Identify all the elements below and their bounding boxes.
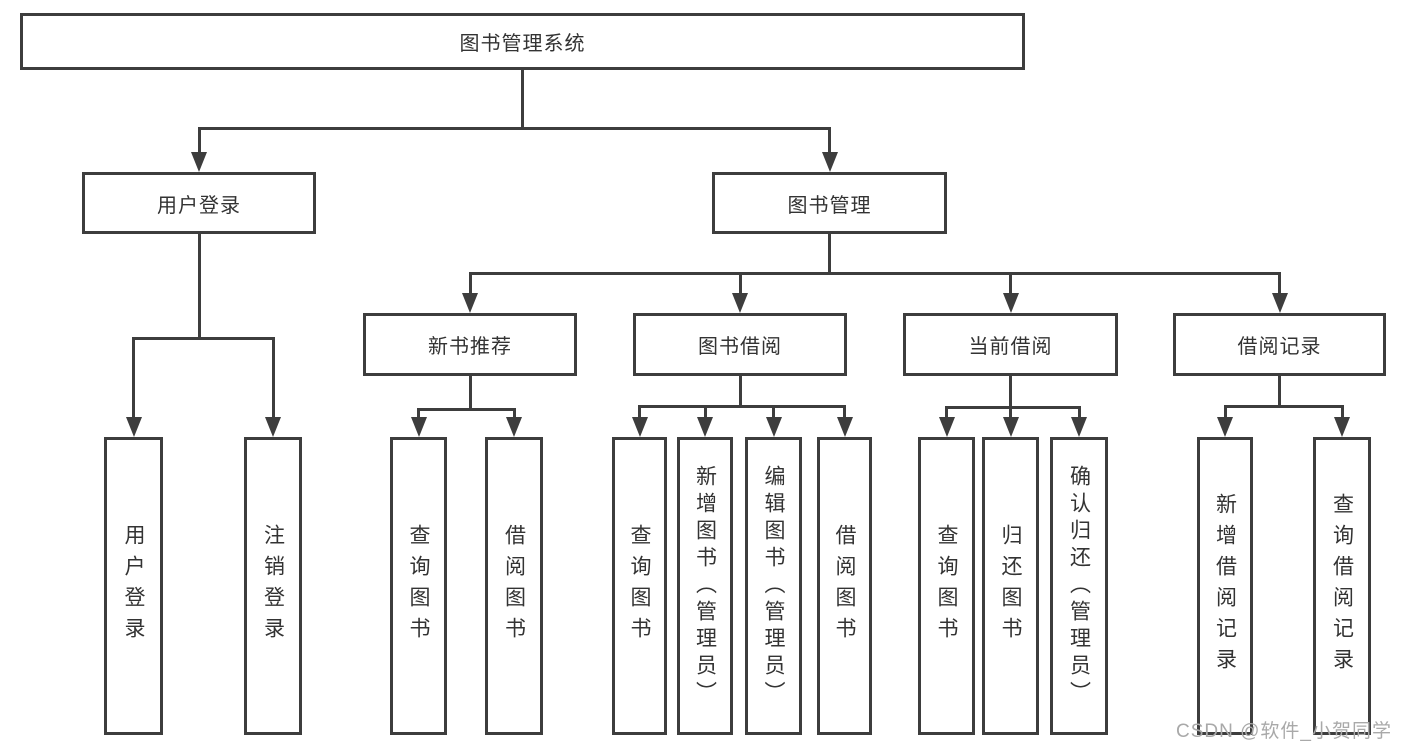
node-label-leaf-borrow-book-new: 借阅图书 [502,524,526,648]
node-leaf-add-borrow-record: 新增借阅记录 [1197,437,1253,735]
node-leaf-user-login: 用户登录 [104,437,163,735]
arrowhead-leaf-query-book-borrow [631,417,648,437]
node-label-book-borrow: 图书借阅 [698,336,782,358]
link-book-mgmt-new-book-rec-stub [468,272,472,299]
node-label-leaf-borrow-book: 借阅图书 [833,524,856,648]
node-leaf-edit-book: 编辑图书（管理员） [745,437,802,735]
link-user-login-leaf-logout-stub [271,337,275,423]
node-label-leaf-add-book: 新增图书（管理员） [693,464,717,708]
link-book-mgmt-borrow-record-stub [1278,272,1281,299]
node-label-new-book-rec: 新书推荐 [428,336,512,358]
link-current-borrow-leaf-query-book-current-stub [945,406,948,423]
arrowhead-leaf-query-book-current [938,417,955,437]
node-current-borrow: 当前借阅 [903,313,1118,376]
node-leaf-borrow-book-new: 借阅图书 [485,437,543,735]
link-current-borrow-leaf-confirm-return-stub [1077,406,1081,423]
node-label-leaf-query-book-current: 查询图书 [935,524,958,648]
link-root-drop [521,70,524,130]
arrowhead-leaf-add-borrow-record [1217,417,1233,437]
link-root-book-mgmt-stub [828,127,831,158]
node-label-leaf-query-book-borrow: 查询图书 [628,524,651,648]
node-leaf-return-book: 归还图书 [982,437,1039,735]
node-leaf-add-book: 新增图书（管理员） [677,437,733,735]
arrowhead-book-mgmt [821,152,838,172]
arrowhead-borrow-record [1271,293,1288,313]
node-book-borrow: 图书借阅 [633,313,847,376]
link-borrow-record-leaf-query-borrow-record-stub [1340,405,1344,423]
link-book-borrow-leaf-add-book-stub [703,405,707,423]
node-leaf-query-book-new: 查询图书 [390,437,447,735]
node-book-mgmt: 图书管理 [712,172,947,234]
link-book-borrow-leaf-query-book-borrow-stub [638,405,641,423]
node-root: 图书管理系统 [20,13,1025,70]
csdn-watermark: CSDN @软件_小贺同学 [1176,721,1392,742]
node-label-book-mgmt: 图书管理 [787,194,872,217]
link-borrow-record-drop [1278,376,1281,408]
arrowhead-leaf-query-borrow-record [1334,417,1350,437]
arrowhead-leaf-query-book-new [410,417,427,437]
link-book-borrow-leaf-borrow-book-stub [843,405,846,423]
link-current-borrow-branch [945,406,1081,409]
link-borrow-record-leaf-add-borrow-record-stub [1223,405,1227,423]
node-label-current-borrow: 当前借阅 [968,336,1053,358]
node-label-leaf-query-borrow-record: 查询借阅记录 [1330,493,1354,679]
link-current-borrow-leaf-return-book-stub [1009,406,1012,423]
link-book-mgmt-branch [468,272,1281,275]
link-user-login-drop [197,234,201,340]
arrowhead-new-book-rec [462,293,478,313]
link-book-borrow-leaf-edit-book-stub [772,405,775,423]
node-label-leaf-edit-book: 编辑图书（管理员） [762,464,785,708]
arrowhead-user-login [191,152,207,172]
link-new-book-rec-drop [468,376,472,411]
link-new-book-rec-leaf-query-book-new-stub [417,408,420,423]
node-leaf-confirm-return: 确认归还（管理员） [1050,437,1108,735]
arrowhead-leaf-add-book [697,417,713,437]
arrowhead-leaf-borrow-book [836,417,853,437]
node-new-book-rec: 新书推荐 [363,313,577,376]
node-label-leaf-confirm-return: 确认归还（管理员） [1067,464,1091,708]
node-label-leaf-add-borrow-record: 新增借阅记录 [1213,493,1237,679]
link-book-mgmt-book-borrow-stub [738,272,742,299]
node-label-root: 图书管理系统 [459,33,586,55]
node-label-borrow-record: 借阅记录 [1237,336,1322,358]
arrowhead-leaf-edit-book [765,417,782,437]
link-book-borrow-drop [738,376,742,408]
node-leaf-query-borrow-record: 查询借阅记录 [1313,437,1371,735]
link-root-user-login-stub [197,127,201,158]
node-label-leaf-user-login: 用户登录 [122,524,145,648]
arrowhead-leaf-user-login [125,417,142,437]
arrowhead-leaf-logout [265,417,281,437]
node-borrow-record: 借阅记录 [1173,313,1386,376]
link-book-mgmt-current-borrow-stub [1009,272,1012,299]
node-label-leaf-return-book: 归还图书 [999,524,1022,648]
node-label-user-login: 用户登录 [157,194,241,217]
link-user-login-branch [132,337,275,340]
link-user-login-leaf-user-login-stub [132,337,135,423]
node-leaf-query-book-borrow: 查询图书 [612,437,667,735]
link-borrow-record-branch [1223,405,1344,408]
node-leaf-query-book-current: 查询图书 [918,437,975,735]
arrowhead-current-borrow [1002,293,1019,313]
link-root-branch [197,127,831,130]
node-leaf-logout: 注销登录 [244,437,302,735]
node-user-login: 用户登录 [82,172,316,234]
arrowhead-book-borrow [732,293,748,313]
link-book-borrow-branch [638,405,846,408]
link-new-book-rec-branch [417,408,516,411]
node-leaf-borrow-book: 借阅图书 [817,437,872,735]
link-current-borrow-drop [1009,376,1012,409]
arrowhead-leaf-borrow-book-new [506,417,522,437]
link-book-mgmt-drop [828,234,831,275]
link-new-book-rec-leaf-borrow-book-new-stub [512,408,516,423]
node-label-leaf-query-book-new: 查询图书 [407,524,430,648]
node-label-leaf-logout: 注销登录 [261,524,285,648]
arrowhead-leaf-return-book [1002,417,1019,437]
arrowhead-leaf-confirm-return [1071,417,1087,437]
